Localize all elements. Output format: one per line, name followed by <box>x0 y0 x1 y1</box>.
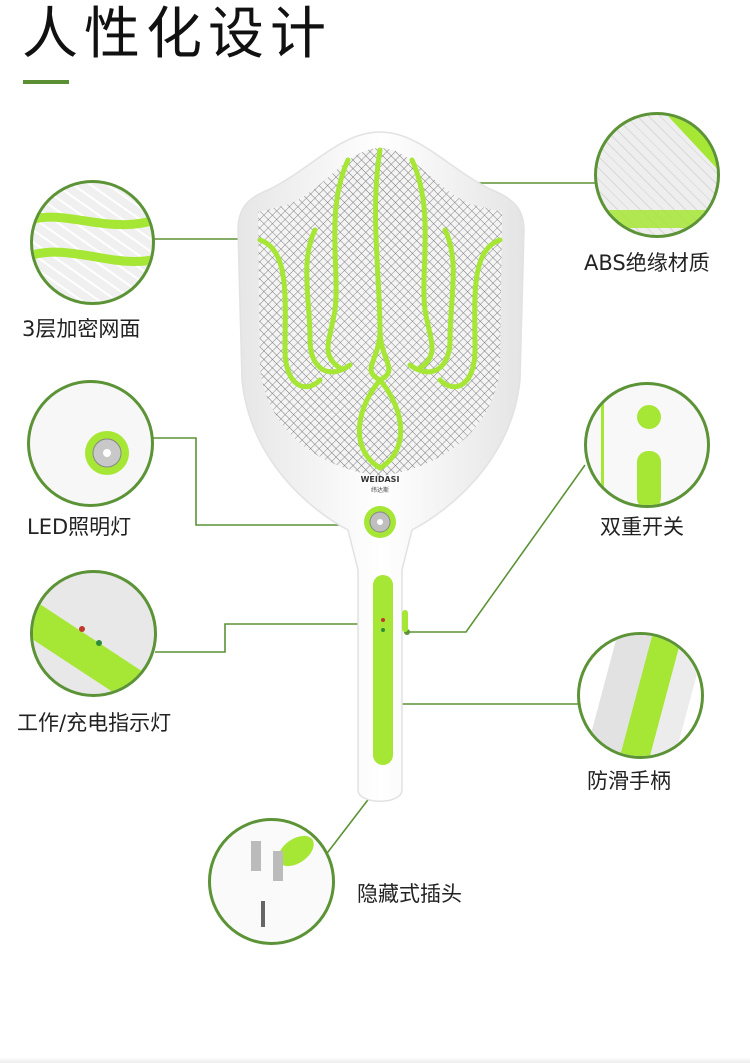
feature-led-closeup <box>27 380 154 507</box>
feature-label-plug: 隐藏式插头 <box>357 882 462 906</box>
feature-label-led: LED照明灯 <box>27 515 132 539</box>
bottom-divider <box>0 1057 750 1063</box>
racket-illustration: WEIDASI 纬达斯 <box>237 131 525 802</box>
page-title: 人性化设计 <box>22 2 332 67</box>
feature-label-mesh: 3层加密网面 <box>22 317 141 341</box>
feature-mesh-closeup <box>30 180 155 305</box>
feature-label-grip: 防滑手柄 <box>587 769 671 793</box>
feature-abs-closeup <box>594 112 720 238</box>
feature-label-indicator: 工作/充电指示灯 <box>17 711 172 735</box>
title-underline <box>23 80 69 84</box>
feature-label-switch: 双重开关 <box>600 515 684 539</box>
svg-text:WEIDASI: WEIDASI <box>361 475 400 484</box>
feature-label-abs: ABS绝缘材质 <box>584 251 710 275</box>
feature-indicator-closeup <box>30 570 157 697</box>
feature-switch-closeup <box>584 382 710 508</box>
feature-plug-closeup <box>208 818 335 945</box>
feature-grip-closeup <box>577 632 704 759</box>
svg-text:纬达斯: 纬达斯 <box>371 486 389 494</box>
